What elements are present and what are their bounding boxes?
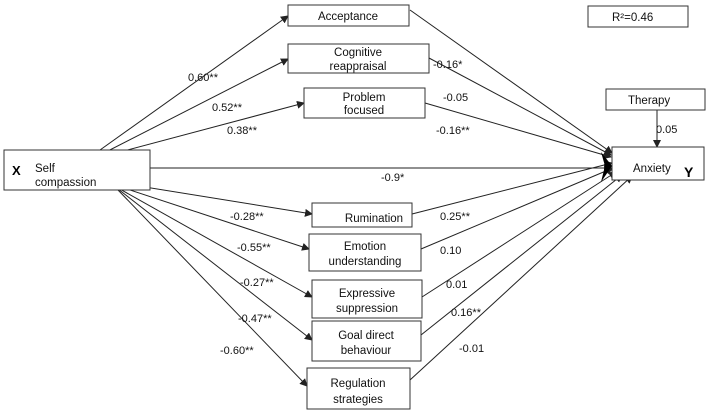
x-to-mediator-edges [99,15,313,387]
mediator-to-y-coefficients: -0.16* -0.05 -0.16** 0.25** 0.10 0.01 0.… [433,59,484,355]
mediator-label: Acceptance [318,11,378,23]
mediator-acceptance: Acceptance [287,4,410,27]
edge-rumination-y [411,160,613,215]
mediator-label-line1: Problem [343,92,386,104]
coef-rumination-y: 0.25** [440,211,471,223]
mediator-expressive-suppression: Expressive suppression [311,279,423,319]
coef-problem-focused-y: -0.05 [443,92,468,104]
edge-x-emotion-understanding [117,185,310,251]
mediator-label-line2: behaviour [341,345,392,357]
mediator-label-line1: Goal direct [338,330,394,342]
mediator-goal-direct-behaviour: Goal direct behaviour [311,320,422,362]
mediator-cognitive-reappraisal: Cognitive reappraisal [287,43,430,74]
edge-problem-focused-y [424,102,612,159]
coef-extra-y: -0.16** [436,125,470,137]
edge-x-goal-direct [117,188,313,341]
y-marker: Y [684,164,694,180]
coef-x-regulation: -0.60** [220,345,254,357]
mediator-label-line2: focused [344,105,384,117]
node-x: X Self compassion [3,149,151,191]
mediator-emotion-understanding: Emotion understanding [308,233,422,272]
coef-x-rumination: -0.28** [230,211,264,223]
therapy-label: Therapy [628,95,670,107]
coef-x-cognitive: 0.52** [212,102,243,114]
edge-x-acceptance [99,15,289,151]
coef-x-problem-focused: 0.38** [227,125,258,137]
y-label: Anxiety [633,163,671,175]
edge-x-regulation-strategies [117,189,308,387]
mediator-label-line2: understanding [329,256,402,268]
coef-goal-direct-y: 0.16** [451,307,482,319]
mediator-label-line1: Cognitive [334,47,382,59]
coef-x-expressive: -0.27** [240,277,274,289]
x-label-line2: compassion [35,177,96,189]
coef-emotion-y: 0.10 [440,245,461,257]
edge-cognitive-y [428,57,612,156]
edge-x-cognitive-reappraisal [99,58,289,156]
r-squared-text: R²=0.46 [612,12,653,24]
x-to-mediator-coefficients: 0.60** 0.52** 0.38** -0.28** -0.55** -0.… [188,72,274,357]
mediator-label-line2: strategies [333,394,383,406]
mediator-label-line1: Expressive [339,288,395,300]
edge-x-expressive-suppression [117,187,313,298]
mediator-problem-focused: Problem focused [303,87,426,119]
coef-direct: -0.9* [381,172,405,184]
mediator-to-y-edges [409,9,633,381]
coef-therapy-y: 0.05 [656,124,677,136]
coef-x-goal-direct: -0.47** [238,313,272,325]
r-squared-box: R²=0.46 [587,5,689,28]
coef-cognitive-y: -0.16* [433,59,463,71]
mediator-label-line2: suppression [336,303,398,315]
x-label-line1: Self [35,163,56,175]
edge-acceptance-y [409,9,613,154]
mediator-label-line1: Regulation [331,378,386,390]
arrowhead-cluster [601,152,612,182]
node-therapy: Therapy [605,88,706,111]
edge-x-problem-focused [119,100,305,153]
mediator-label: Rumination [345,213,403,225]
node-y: Anxiety Y [611,146,705,181]
coef-expressive-y: 0.01 [446,279,467,291]
edge-x-rumination [119,182,313,217]
edge-emotion-y [420,167,614,250]
mediator-rumination: Rumination [311,202,413,228]
coef-x-acceptance: 0.60** [188,72,219,84]
coef-regulation-y: -0.01 [459,343,484,355]
edge-goal-direct-y [420,174,623,336]
coef-x-emotion: -0.55** [237,242,271,254]
x-marker: X [12,163,21,178]
mediator-regulation-strategies: Regulation strategies [306,367,411,410]
mediator-label-line1: Emotion [344,241,386,253]
edge-regulation-y [409,175,633,381]
edge-expressive-y [421,171,617,298]
mediator-label-line2: reappraisal [330,61,387,73]
